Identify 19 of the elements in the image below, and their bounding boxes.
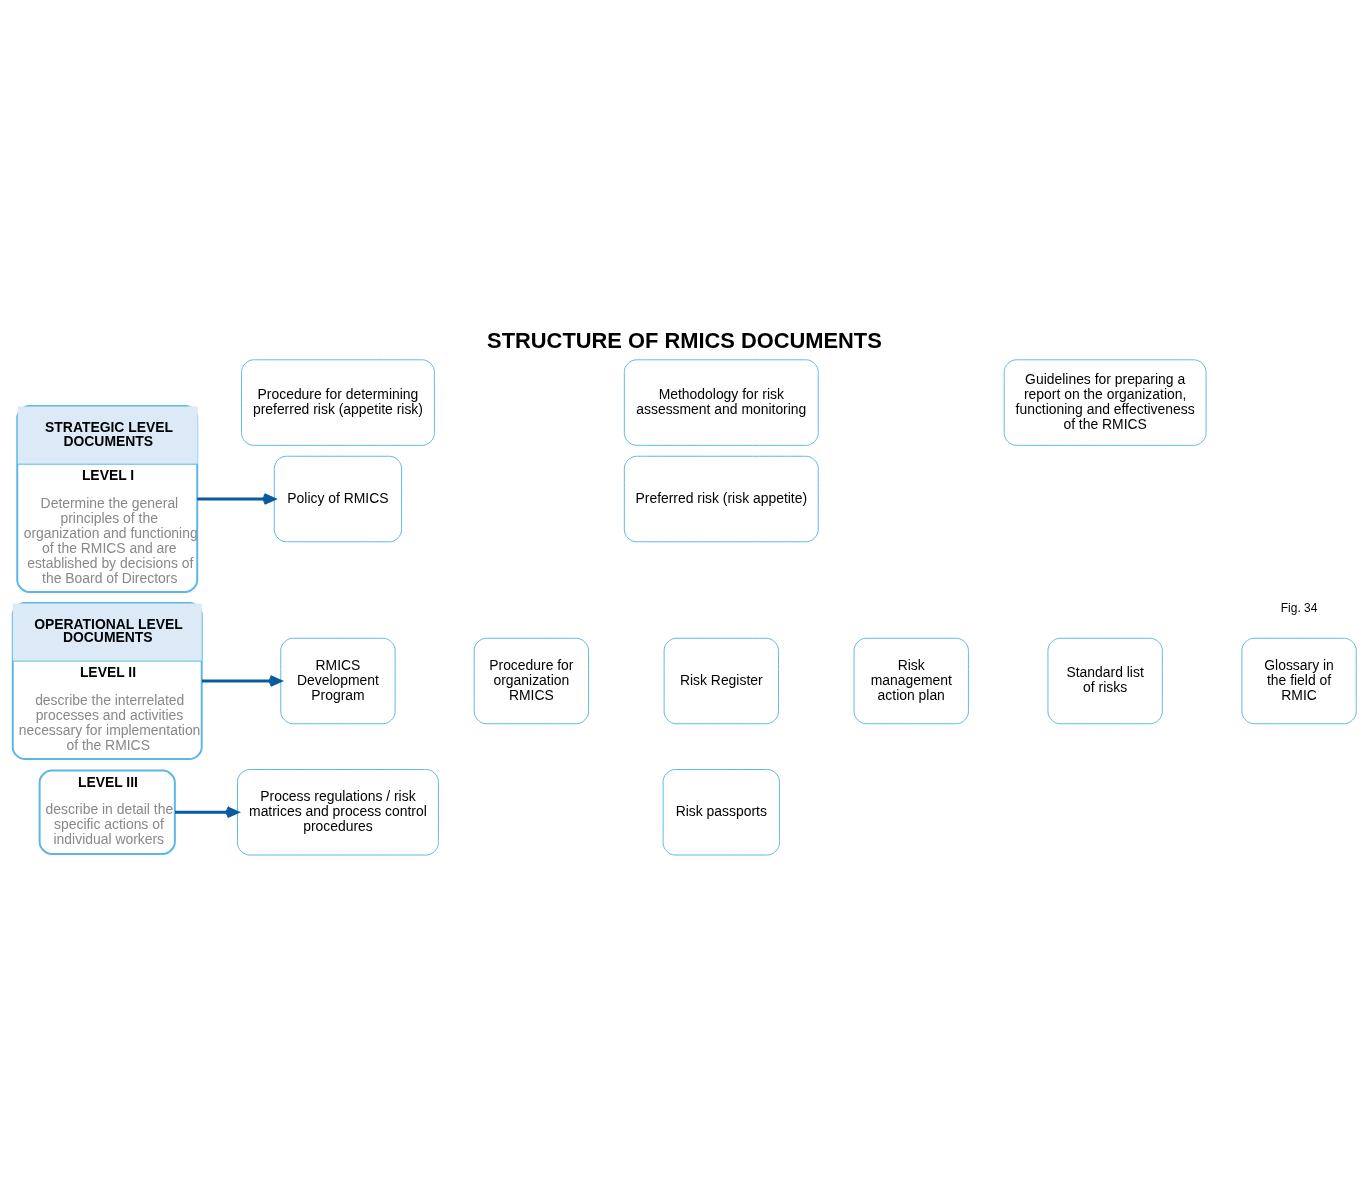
- node-box: Glossary in the field of RMIC: [1241, 637, 1357, 724]
- node-box: Process regulations / risk matrices and process control procedures: [237, 768, 439, 855]
- node-box: RMICS Development Program: [280, 637, 396, 724]
- label: Fig. 34: [1280, 600, 1318, 615]
- arrow: [201, 674, 282, 687]
- arrow: [197, 492, 276, 505]
- node-box: Methodology for risk assessment and monitoring: [623, 358, 819, 446]
- node-box: Policy of RMICS: [273, 455, 403, 542]
- node-box: Risk management action plan: [853, 637, 969, 724]
- node-box: Guidelines for preparing a report on the organization, functioning and effectiveness of the RMICS: [1003, 358, 1207, 446]
- diagram-title: STRUCTURE OF RMICS DOCUMENTS: [487, 327, 882, 353]
- node-box: Risk passports: [662, 768, 780, 855]
- node-box: Risk Register: [663, 637, 779, 724]
- node-box: LEVEL III describe in detail the specific actions of individual workers: [38, 769, 176, 855]
- node-box: Procedure for organization RMICS: [473, 637, 590, 724]
- arrow: [175, 805, 239, 818]
- node-box: Standard list of risks: [1047, 637, 1163, 724]
- node-box: Preferred risk (risk appetite): [623, 455, 819, 542]
- node-box: Procedure for determining preferred risk (appetite risk): [241, 358, 435, 446]
